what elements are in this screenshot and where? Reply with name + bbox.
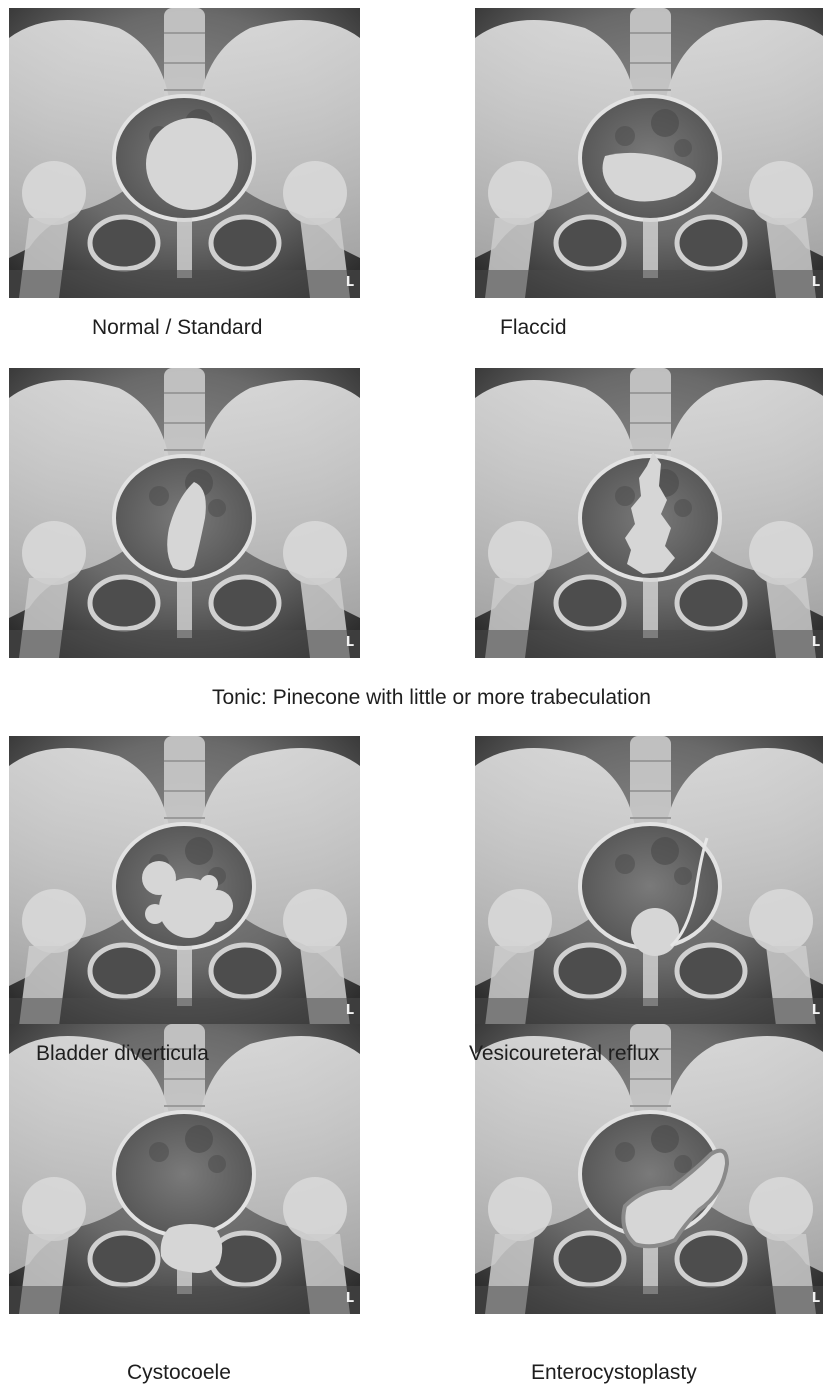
caption-cystocoele: Cystocoele [127,1361,231,1385]
xray-panel-flaccid: L [475,8,823,298]
caption-tonic: Tonic: Pinecone with little or more trab… [212,686,651,710]
side-marker: L [812,275,820,290]
side-marker: L [812,1291,820,1306]
side-marker: L [812,1003,820,1018]
xray-panel-normal: L [9,8,360,298]
caption-diverticula: Bladder diverticula [36,1042,209,1066]
caption-flaccid: Flaccid [500,316,567,340]
xray-panel-cystocoele: L [9,1024,360,1314]
bladder-shape [631,908,679,956]
xray-panel-tonic-2: L [475,368,823,658]
caption-reflux: Vesicoureteral reflux [469,1042,659,1066]
xray-panel-enterocystoplasty: L [475,1024,823,1314]
xray-panel-diverticula: L [9,736,360,1026]
side-marker: L [346,1003,354,1018]
xray-panel-tonic-1: L [9,368,360,658]
side-marker: L [346,635,354,650]
bladder-shape [146,118,238,210]
side-marker: L [346,1291,354,1306]
side-marker: L [812,635,820,650]
caption-normal: Normal / Standard [92,316,262,340]
caption-enterocystoplasty: Enterocystoplasty [531,1361,697,1385]
xray-panel-reflux: L [475,736,823,1026]
bladder-shape [161,1224,223,1273]
side-marker: L [346,275,354,290]
